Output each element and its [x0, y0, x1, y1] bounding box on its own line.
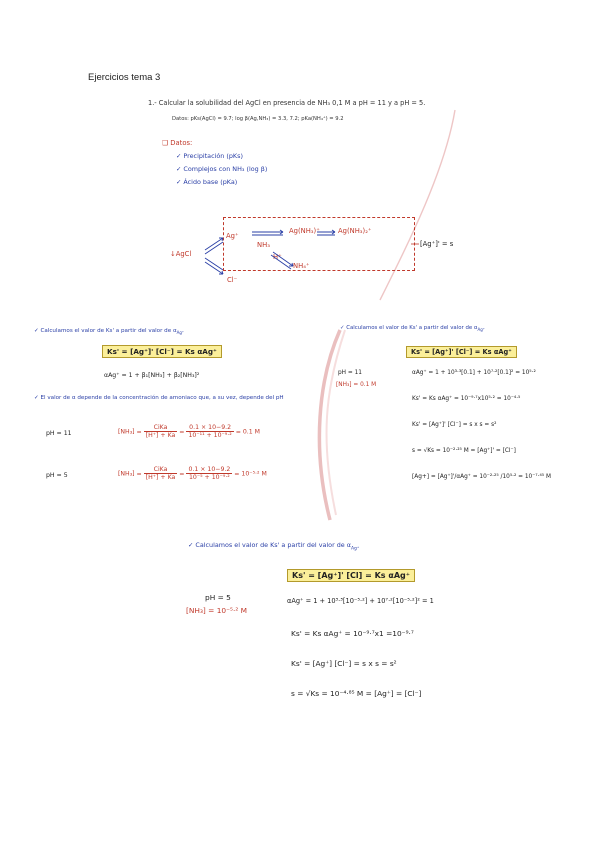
- bottom-line-1: αAg⁺ = 1 + 10³·³[10⁻⁵·²] + 10⁷·²[10⁻⁵·²]…: [287, 597, 434, 605]
- page-title: Ejercicios tema 3: [88, 72, 161, 83]
- right-line-1: αAg⁺ = 1 + 10³·³[0.1] + 10⁷·²[0.1]² = 10…: [412, 370, 536, 376]
- bottom-ks-box: Ks' = [Ag⁺]' [Cl] = Ks αAg⁺: [287, 569, 415, 582]
- ag-ion: Ag⁺: [226, 232, 239, 240]
- nh3-label: NH₃: [257, 241, 270, 249]
- bottom-line-3: Ks' = [Ag⁺] [Cl⁻] = s x s = s²: [291, 659, 397, 668]
- agcl-label: ↓AgCl: [170, 250, 192, 258]
- equilibrium-arrows: [204, 229, 336, 275]
- left-alpha-eq: αAg⁺ = 1 + β₁[NH₃] + β₂[NH₃]²: [104, 372, 200, 379]
- right-heading: ✓ Calculamos el valor de Ks' a partir de…: [340, 325, 485, 333]
- right-line-2: Ks' = Ks αAg⁺ = 10⁻⁹·⁷x10⁵·² = 10⁻⁴·⁵: [412, 396, 521, 402]
- cl-ion: Cl⁻: [227, 276, 238, 284]
- bottom-ph-label: pH = 5: [205, 593, 231, 602]
- problem-statement: 1.- Calcular la solubilidad del AgCl en …: [148, 99, 426, 107]
- result-arrow: [411, 243, 419, 245]
- datos-heading: ❑ Datos:: [162, 139, 193, 147]
- left-depends: ✓ El valor de α depende de la concentrac…: [34, 395, 284, 401]
- left-ph11-label: pH = 11: [46, 430, 72, 437]
- bottom-conc-label: [NH₃] = 10⁻⁵·² M: [186, 606, 248, 615]
- h-ion: H⁺: [273, 253, 282, 261]
- right-line-5: [Ag+] = [Ag⁺]'/αAg⁺ = 10⁻²·²⁵ /10⁵·² = 1…: [412, 474, 551, 480]
- bottom-line-2: Ks' = Ks αAg⁺ = 10⁻⁹·⁷x1 =10⁻⁹·⁷: [291, 629, 414, 638]
- right-conc-label: [NH₃] = 0.1 M: [336, 382, 377, 388]
- right-line-4: s = √Ks = 10⁻²·²⁵ M = [Ag⁺]' = [Cl⁻]: [412, 448, 516, 454]
- scheme-result: [Ag⁺]' = s: [420, 240, 454, 248]
- right-line-3: Ks' = [Ag⁺]' [Cl⁻] = s x s = s²: [412, 422, 497, 428]
- datos-item-3: ✓ Ácido base (pKa): [176, 178, 238, 186]
- bottom-line-4: s = √Ks = 10⁻⁴·⁸⁵ M = [Ag⁺] = [Cl⁻]: [291, 689, 422, 698]
- left-ph5-label: pH = 5: [46, 472, 68, 479]
- left-ks-box: Ks' = [Ag⁺]' [Cl⁻] = Ks αAg⁺: [102, 345, 222, 358]
- datos-item-2: ✓ Complejos con NH₃ (log β): [176, 165, 268, 173]
- right-ph-label: pH = 11: [338, 370, 362, 376]
- nh4-ion: NH₄⁺: [293, 262, 310, 270]
- datos-item-1: ✓ Precipitación (pKs): [176, 152, 243, 160]
- bottom-heading: ✓ Calculamos el valor de Ks' a partir de…: [188, 541, 360, 552]
- right-ks-box: Ks' = [Ag⁺]' [Cl⁻] = Ks αAg⁺: [406, 346, 517, 358]
- agnh32-complex: Ag(NH₃)₂⁺: [338, 227, 372, 235]
- agnh3-complex: Ag(NH₃)⁺: [289, 227, 320, 235]
- problem-data: Datos: pKs(AgCl) = 9.7; log β(Ag,NH₃) = …: [172, 116, 344, 122]
- left-heading: ✓ Calculamos el valor de Ks' a partir de…: [34, 328, 185, 336]
